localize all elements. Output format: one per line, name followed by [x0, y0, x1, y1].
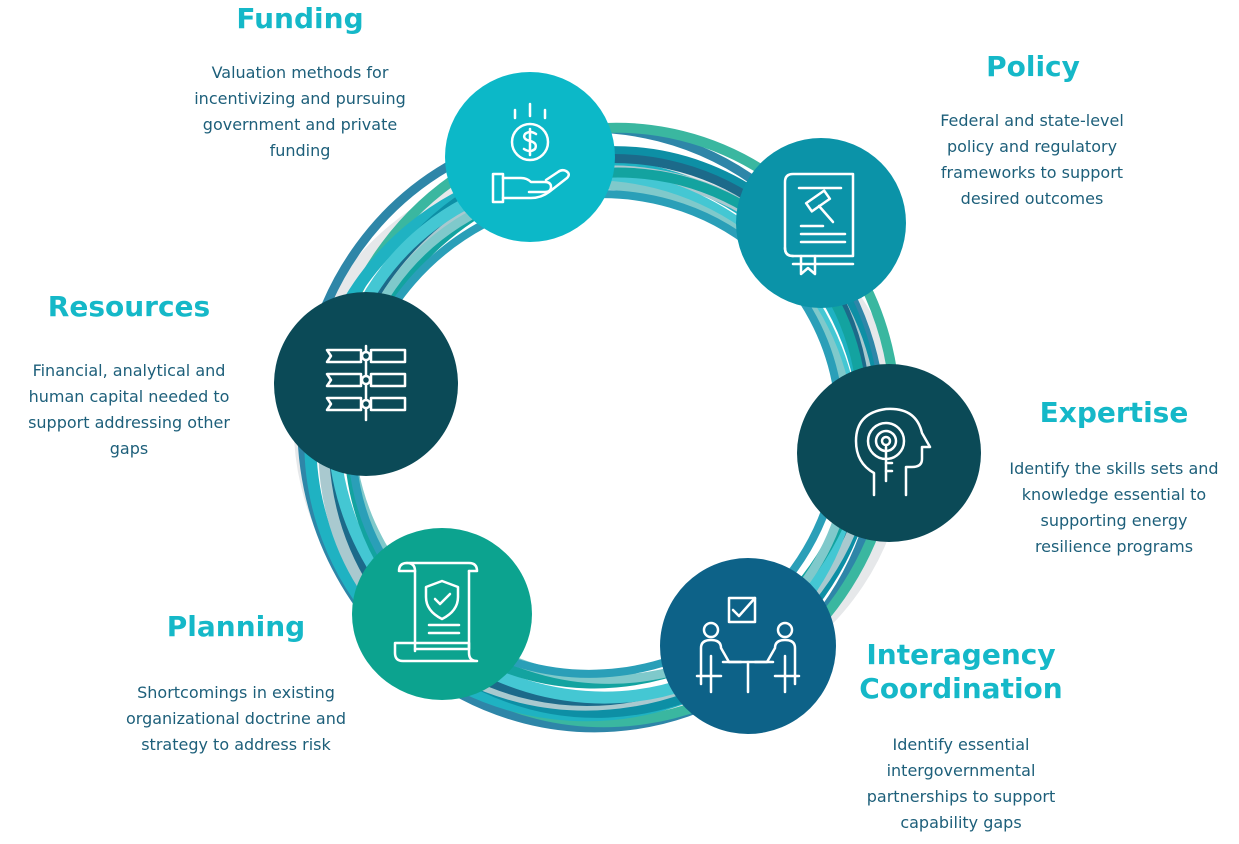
expertise-title: Expertise [1039, 396, 1189, 429]
planning-description-line: organizational doctrine and [125, 709, 347, 728]
resources-description-line: gaps [109, 439, 149, 458]
funding-description-line: government and private [202, 115, 398, 134]
planning-title: Planning [166, 610, 306, 643]
expertise-description-line: knowledge essential to [1021, 485, 1207, 504]
interagency-description-line: Identify essential [892, 735, 1030, 754]
head-target-key-icon [854, 407, 932, 497]
planning-description-line: strategy to address risk [141, 735, 331, 754]
interagency-title-line: Interagency [866, 638, 1056, 671]
interagency-description-line: intergovernmental [886, 761, 1036, 780]
policy-description: Federal and state-level policy and regul… [882, 108, 1182, 212]
resources-node [274, 292, 458, 476]
interagency-title: Interagency Coordination [846, 638, 1076, 706]
resources-description-line: Financial, analytical and [32, 361, 226, 380]
interagency-title-line: Coordination [859, 672, 1063, 705]
policy-title: Policy [986, 50, 1080, 83]
policy-description-line: desired outcomes [960, 189, 1104, 208]
funding-node [445, 72, 615, 242]
resources-description: Financial, analytical and human capital … [0, 358, 258, 462]
meeting-table-icon [695, 596, 801, 694]
funding-description-line: funding [269, 141, 331, 160]
interagency-node [660, 558, 836, 734]
policy-description-line: Federal and state-level [940, 111, 1124, 130]
planning-description-line: Shortcomings in existing [137, 683, 335, 702]
expertise-description: Identify the skills sets and knowledge e… [964, 456, 1239, 560]
funding-description-line: incentivizing and pursuing [194, 89, 406, 108]
funding-title: Funding [236, 2, 364, 35]
law-book-gavel-icon [783, 172, 855, 276]
expertise-description-line: Identify the skills sets and [1009, 459, 1219, 478]
policy-description-line: frameworks to support [940, 163, 1124, 182]
resources-description-line: human capital needed to [28, 387, 230, 406]
resources-title: Resources [47, 290, 211, 323]
interagency-description-line: partnerships to support [866, 787, 1056, 806]
shield-document-icon [393, 561, 479, 663]
planning-node [352, 528, 532, 700]
expertise-node [797, 364, 981, 542]
interagency-description: Identify essential intergovernmental par… [811, 732, 1111, 836]
policy-description-line: policy and regulatory [946, 137, 1118, 156]
policy-node [736, 138, 906, 308]
flow-chart-icon [325, 344, 407, 422]
hand-dollar-icon [491, 102, 570, 204]
funding-description: Valuation methods for incentivizing and … [150, 60, 450, 164]
expertise-description-line: resilience programs [1034, 537, 1194, 556]
planning-description: Shortcomings in existing organizational … [86, 680, 386, 758]
expertise-description-line: supporting energy [1040, 511, 1188, 530]
interagency-description-line: capability gaps [900, 813, 1022, 832]
resources-description-line: support addressing other [28, 413, 230, 432]
funding-description-line: Valuation methods for [211, 63, 389, 82]
